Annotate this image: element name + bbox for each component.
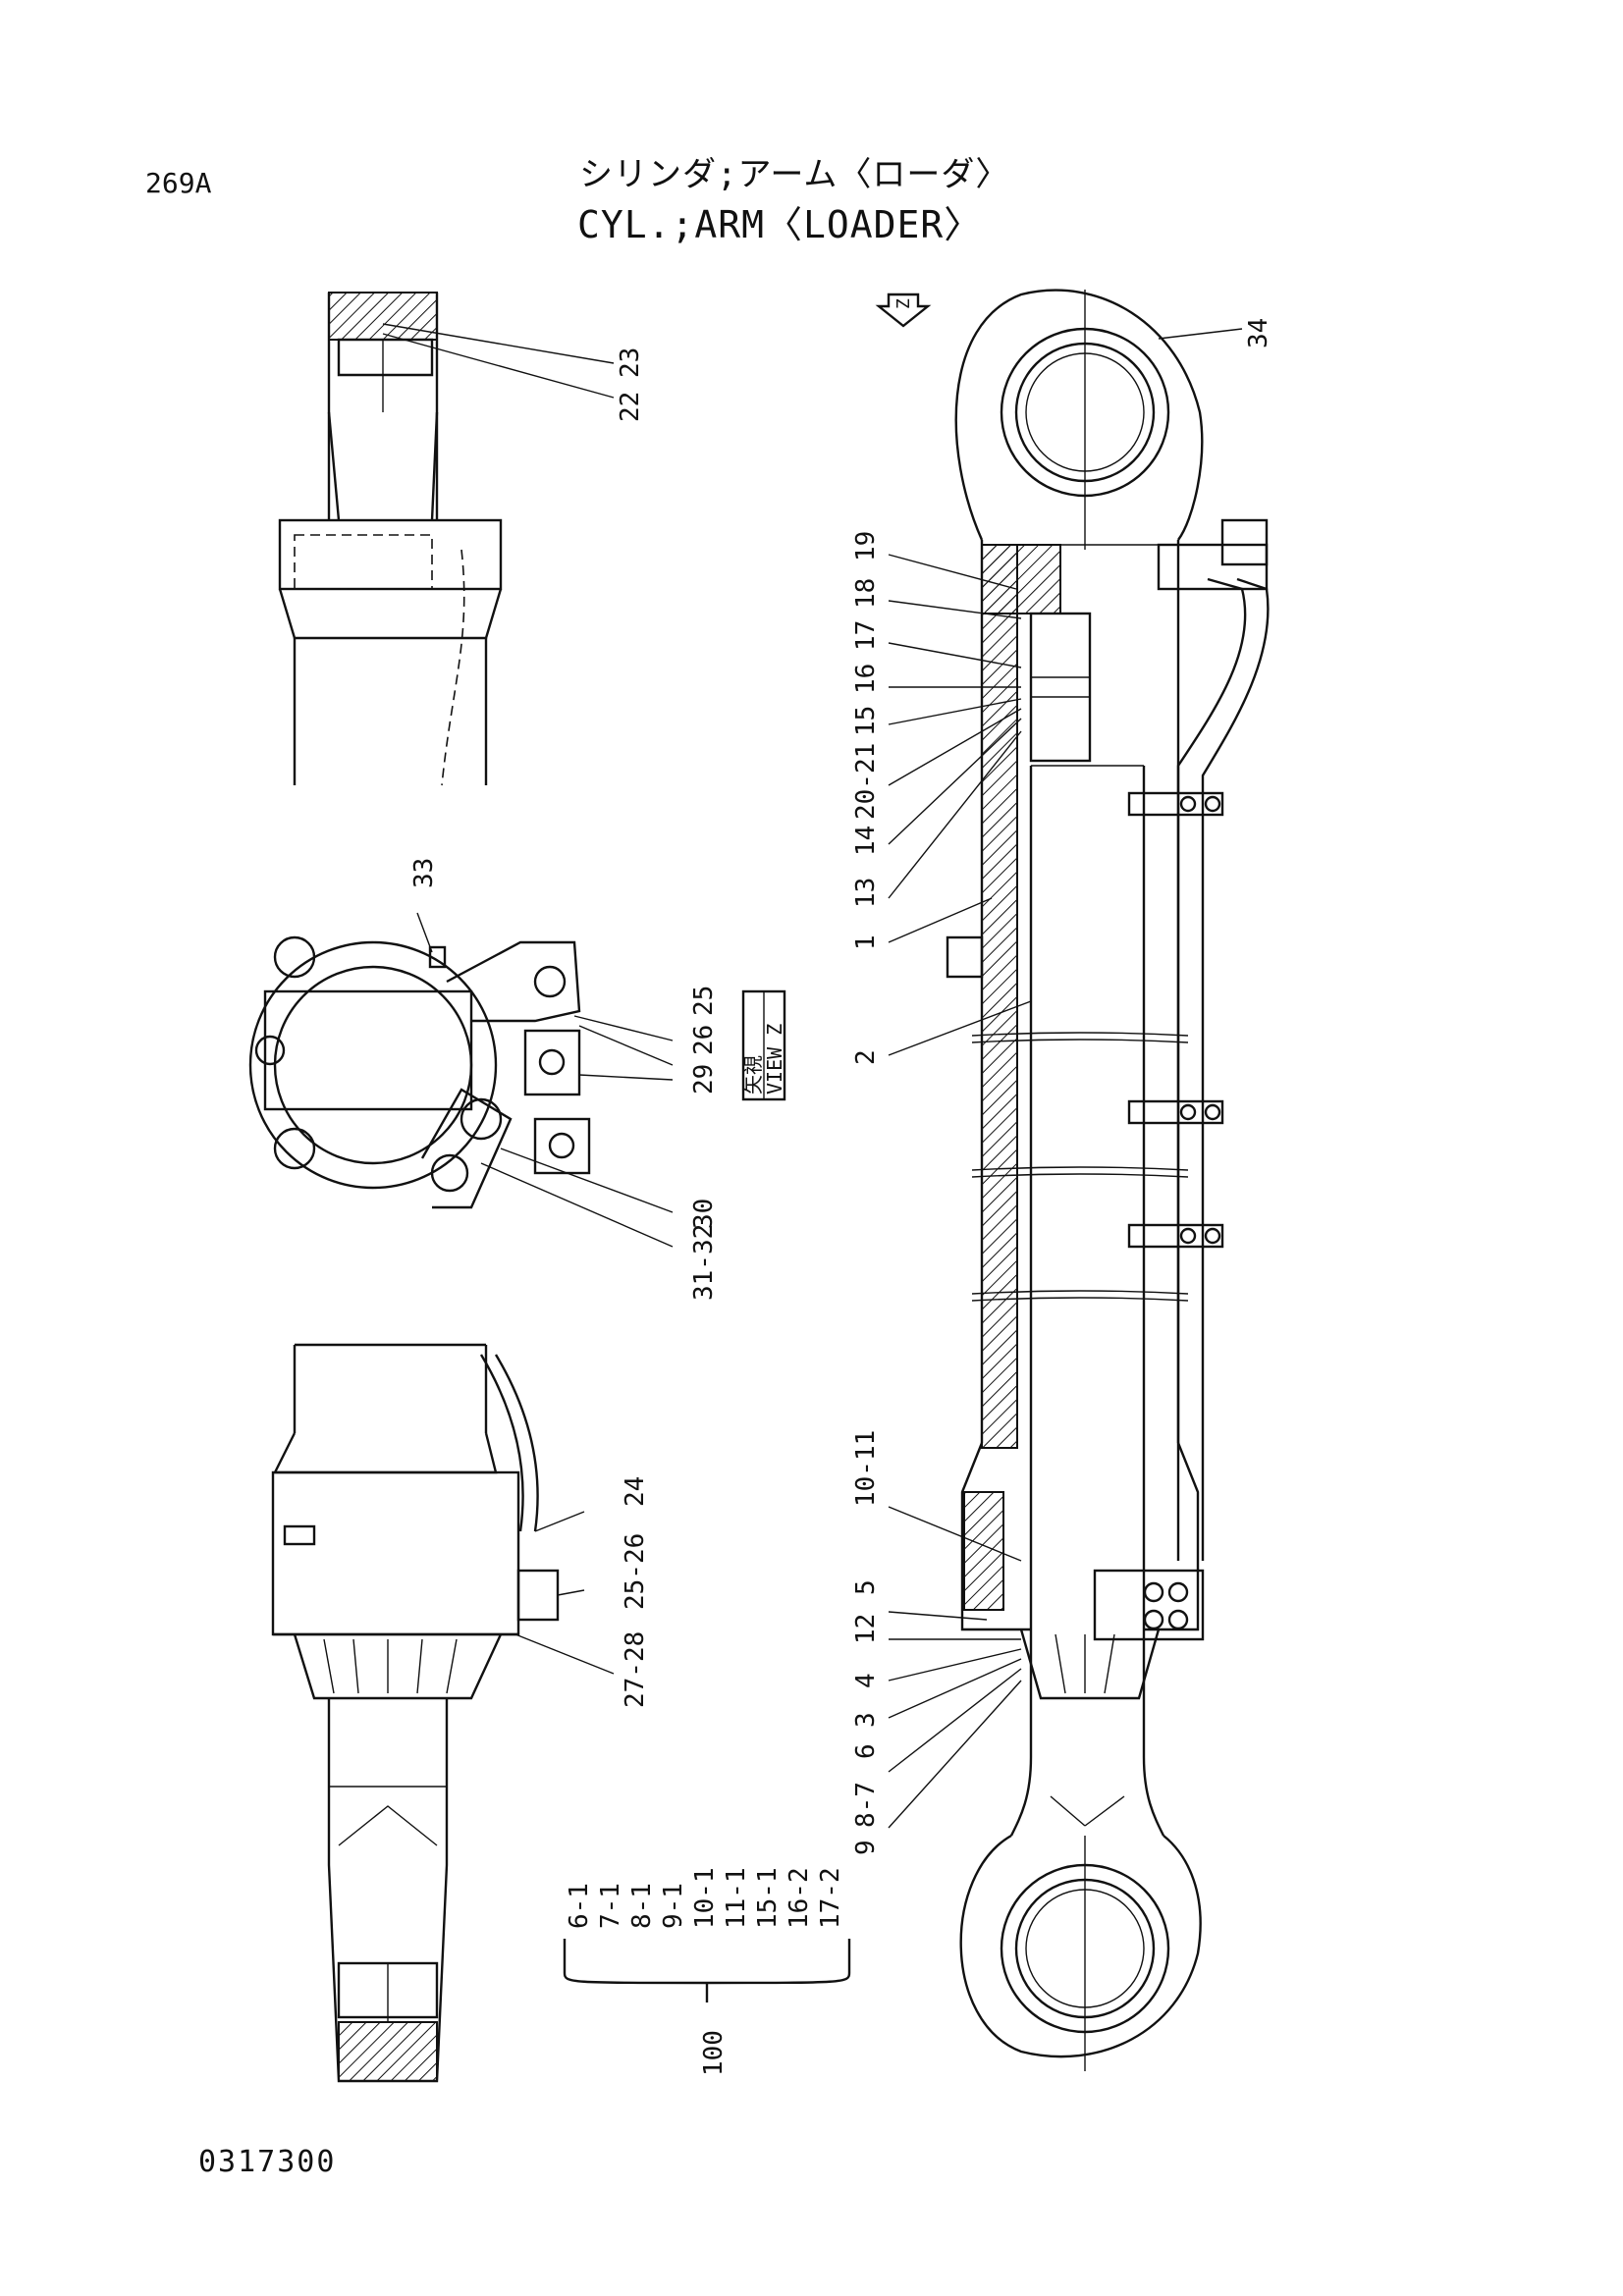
- callout-23: 23: [616, 347, 645, 378]
- title-english: CYL.;ARM〈LOADER〉: [577, 203, 983, 246]
- kit-item: 8-1: [627, 1883, 657, 1929]
- document-code: 0317300: [198, 2145, 337, 2179]
- view-z-box: [741, 989, 786, 1101]
- callout-14: 14: [851, 826, 881, 856]
- kit-bracket: [563, 1939, 851, 2002]
- callout-18: 18: [851, 578, 881, 609]
- callout-6: 6: [851, 1743, 881, 1759]
- top-section-view: [278, 292, 615, 786]
- callout-5: 5: [851, 1579, 881, 1595]
- kit-item: 17-2: [816, 1867, 845, 1929]
- view-z-drawing: [248, 912, 674, 1248]
- kit-item: 6-1: [565, 1883, 594, 1929]
- callout-12: 12: [851, 1614, 881, 1644]
- callout-20-21: 20-21: [851, 743, 881, 820]
- kit-item: 11-1: [722, 1867, 751, 1929]
- callout-labels: 34 19 18 17 16 15 20-21 14 13 1 2 10-11 …: [409, 298, 1273, 1855]
- kit-list: 100 6-1 7-1 8-1 9-1 10-1 11-1 15-1 16-2 …: [565, 1867, 845, 2076]
- title-japanese: シリンダ;アーム〈ローダ〉: [579, 155, 1010, 194]
- callout-27-28: 27-28: [621, 1631, 650, 1708]
- callout-8-7: 8-7: [851, 1782, 881, 1828]
- callout-31-32: 31-32: [689, 1224, 719, 1301]
- callout-24: 24: [621, 1476, 650, 1507]
- callout-34: 34: [1244, 318, 1273, 348]
- kit-item: 10-1: [690, 1867, 720, 1929]
- callout-1: 1: [851, 934, 881, 950]
- main-cylinder: [875, 289, 1270, 2071]
- callout-22: 22: [616, 392, 645, 422]
- callout-25: 25: [689, 986, 719, 1016]
- kit-item: 7-1: [596, 1883, 625, 1929]
- callout-4: 4: [851, 1673, 881, 1688]
- callout-13: 13: [851, 878, 881, 908]
- kit-number: 100: [699, 2030, 729, 2076]
- callout-25-26: 25-26: [621, 1533, 650, 1610]
- callout-9: 9: [851, 1840, 881, 1855]
- pipe-clamp: [1127, 791, 1224, 1249]
- callout-33: 33: [409, 858, 439, 888]
- callout-16: 16: [851, 664, 881, 694]
- callout-30: 30: [689, 1199, 719, 1229]
- callout-29: 29: [689, 1064, 719, 1095]
- leader-lines-main: [888, 328, 1243, 1829]
- kit-item: 15-1: [753, 1867, 783, 1929]
- view-z-arrow-letter: Z: [893, 298, 914, 309]
- callout-10-11: 10-11: [851, 1430, 881, 1507]
- callout-15: 15: [851, 706, 881, 736]
- kit-item: 16-2: [784, 1867, 814, 1929]
- view-z-label-en: VIEW Z: [763, 1024, 786, 1095]
- callout-3: 3: [851, 1712, 881, 1728]
- page-number: 269A: [145, 167, 212, 199]
- callout-19: 19: [851, 531, 881, 561]
- callout-2: 2: [851, 1049, 881, 1065]
- bottom-side-view: [271, 1343, 615, 2083]
- callout-26: 26: [689, 1025, 719, 1055]
- view-z-label-jp: 矢視: [741, 1055, 765, 1095]
- kit-item: 9-1: [659, 1883, 688, 1929]
- callout-17: 17: [851, 620, 881, 651]
